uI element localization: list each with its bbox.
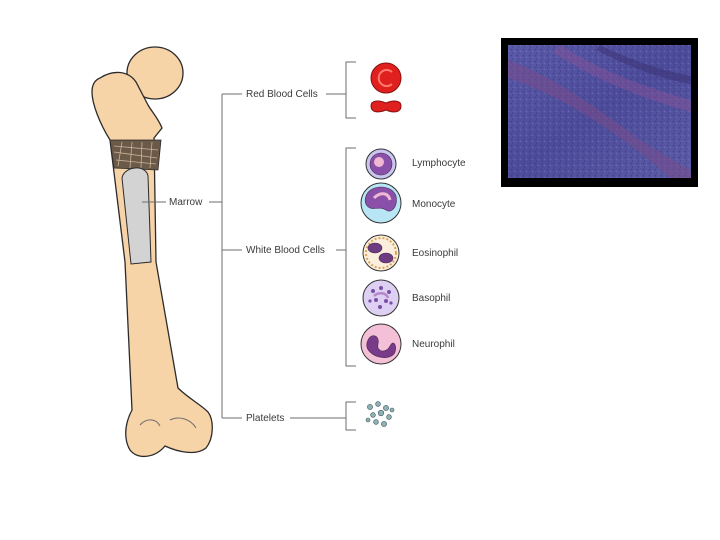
white-cell-label: Neurophil — [412, 339, 455, 350]
red-blood-cell-side — [370, 100, 402, 113]
neurophil-cell — [360, 323, 402, 365]
white-cell-label: Basophil — [412, 293, 450, 304]
white-cell-label: Eosinophil — [412, 248, 458, 259]
marrow-label: Marrow — [169, 197, 203, 208]
connector-lines — [142, 61, 356, 431]
white-blood-cells: Lymphocyte Monocyte Eosinophil — [360, 148, 466, 365]
bone-marrow-micrograph — [501, 38, 698, 187]
white-cell-label: Monocyte — [412, 199, 456, 210]
platelets-cluster — [365, 401, 395, 427]
platelets-label: Platelets — [246, 413, 284, 424]
lymphocyte-cell — [365, 148, 397, 180]
femur-bone — [91, 46, 213, 457]
eosinophil-cell — [362, 234, 400, 272]
basophil-cell — [362, 279, 400, 317]
red-blood-cells-label: Red Blood Cells — [246, 89, 318, 100]
white-blood-cells-label: White Blood Cells — [246, 245, 325, 256]
marrow-cavity — [121, 167, 152, 265]
red-blood-cell-front — [370, 62, 402, 94]
monocyte-cell — [360, 182, 402, 224]
red-blood-cells — [370, 62, 402, 113]
white-cell-label: Lymphocyte — [412, 158, 466, 169]
